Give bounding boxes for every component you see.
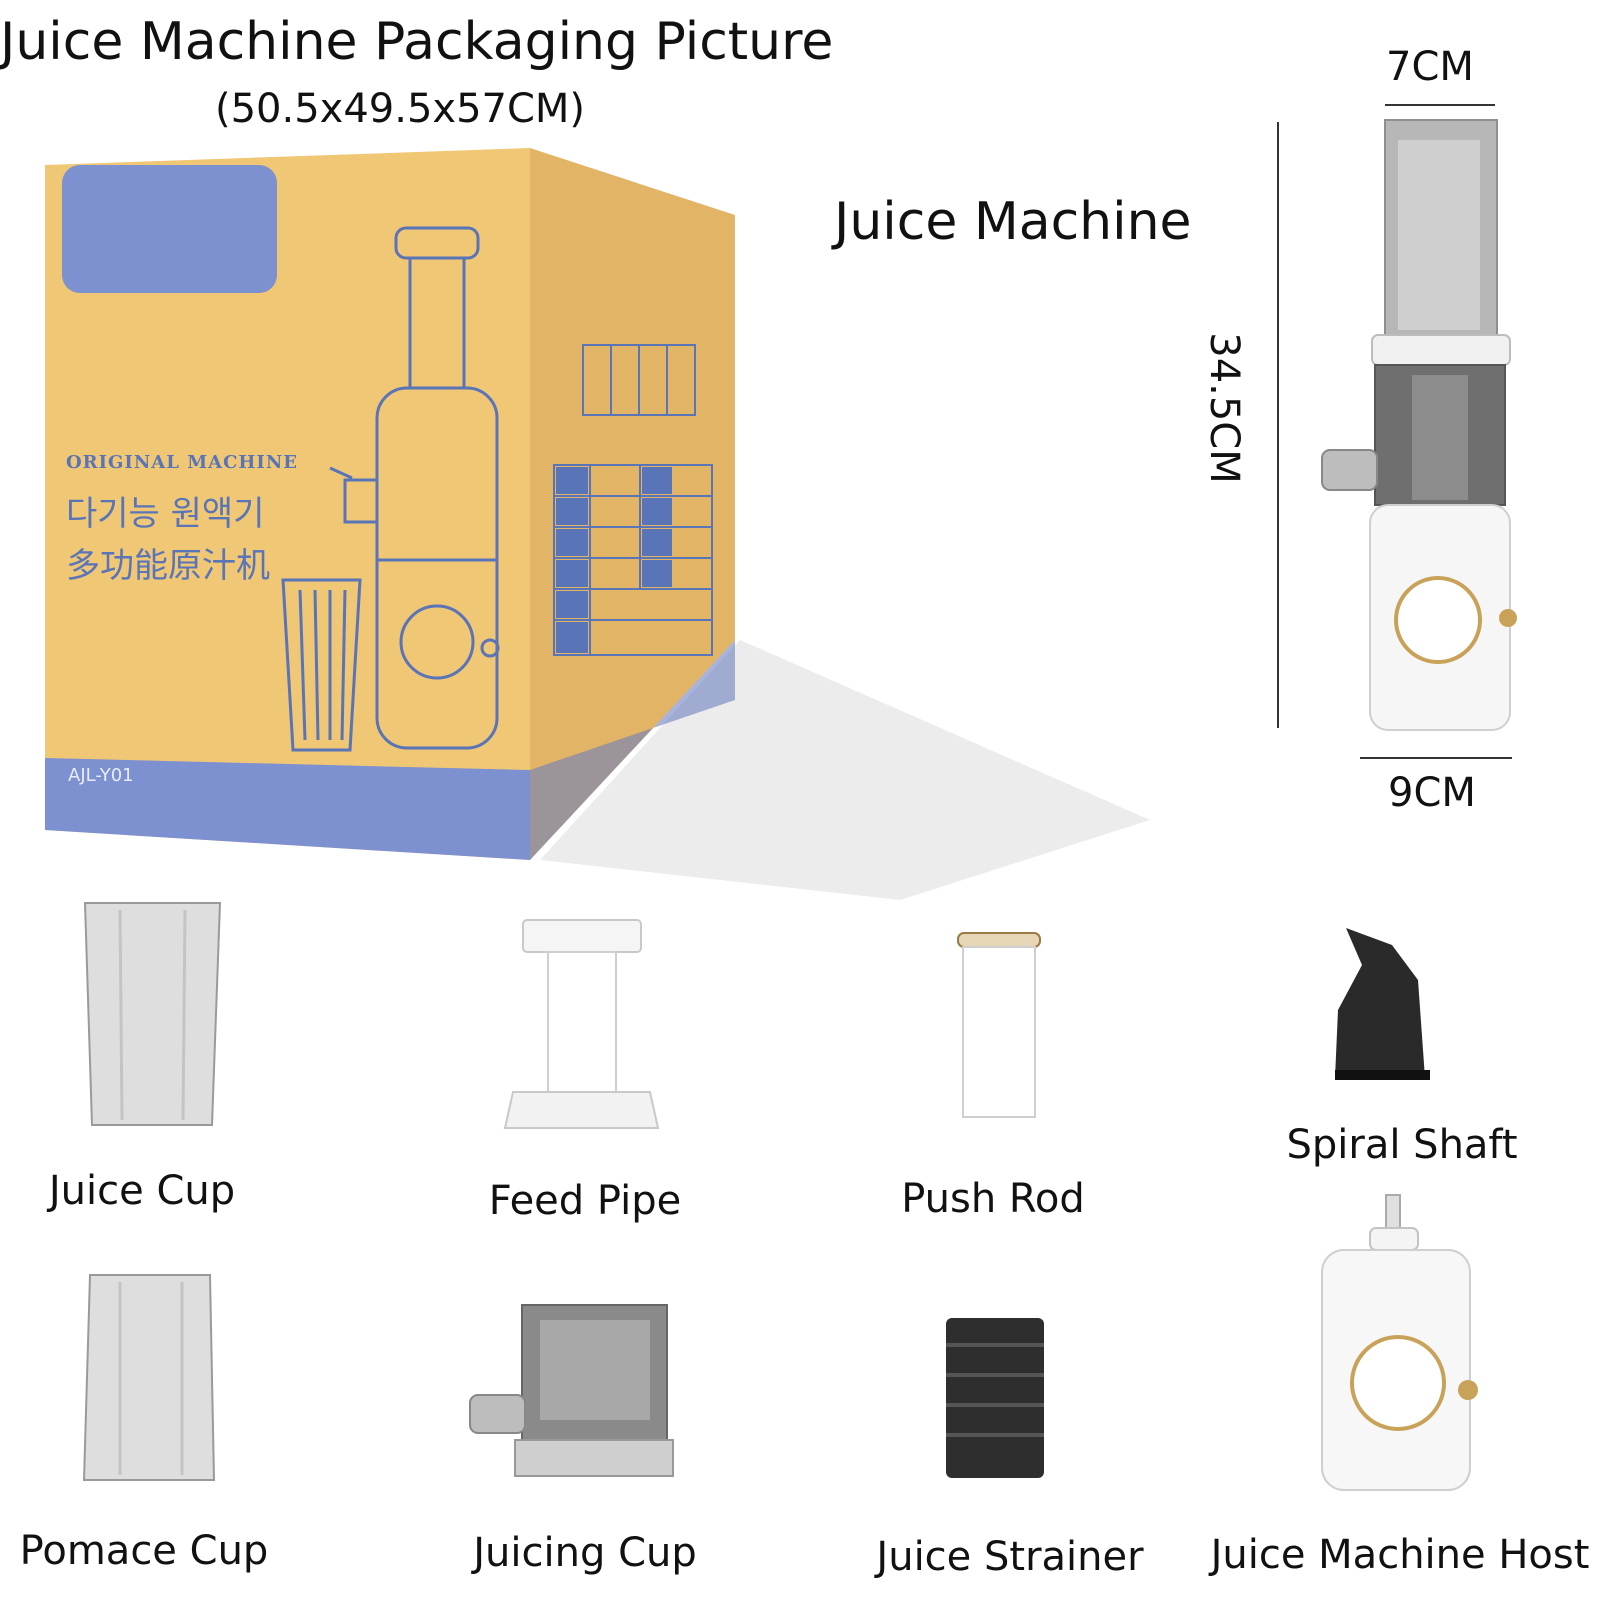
pomace-cup-icon — [82, 1274, 216, 1481]
box-chinese-name: 多功能原汁机 — [66, 546, 270, 586]
part-label-juice-strainer: Juice Strainer — [876, 1534, 1144, 1580]
feed-pipe-icon — [503, 919, 660, 1129]
box-model-number: AJL-Y01 — [68, 765, 134, 786]
part-label-push-rod: Push Rod — [901, 1176, 1085, 1222]
spiral-shaft-icon — [1335, 928, 1430, 1080]
push-rod-icon — [957, 932, 1041, 1118]
juice-strainer-icon — [946, 1318, 1044, 1478]
part-label-juice-cup: Juice Cup — [48, 1168, 236, 1214]
machine-label: Juice Machine — [834, 192, 1192, 252]
part-label-juice-machine-host: Juice Machine Host — [1210, 1532, 1590, 1578]
juice-cup-icon — [83, 902, 222, 1126]
package-dimensions: (50.5x49.5x57CM) — [215, 86, 586, 132]
part-label-spiral-shaft: Spiral Shaft — [1286, 1122, 1518, 1168]
top-width-label: 7CM — [1386, 44, 1474, 90]
page-title: Juice Machine Packaging Picture — [0, 12, 834, 72]
box-brand-line: ORIGINAL MACHINE — [66, 452, 299, 473]
box-korean-name: 다기능 원액기 — [66, 494, 265, 534]
juice-machine-host-icon — [1321, 1194, 1478, 1491]
base-width-label: 9CM — [1388, 770, 1476, 816]
juicing-cup-icon — [469, 1304, 674, 1477]
height-label: 34.5CM — [1200, 332, 1247, 484]
part-label-juicing-cup: Juicing Cup — [473, 1530, 697, 1576]
part-label-pomace-cup: Pomace Cup — [19, 1528, 269, 1574]
part-label-feed-pipe: Feed Pipe — [488, 1178, 682, 1224]
